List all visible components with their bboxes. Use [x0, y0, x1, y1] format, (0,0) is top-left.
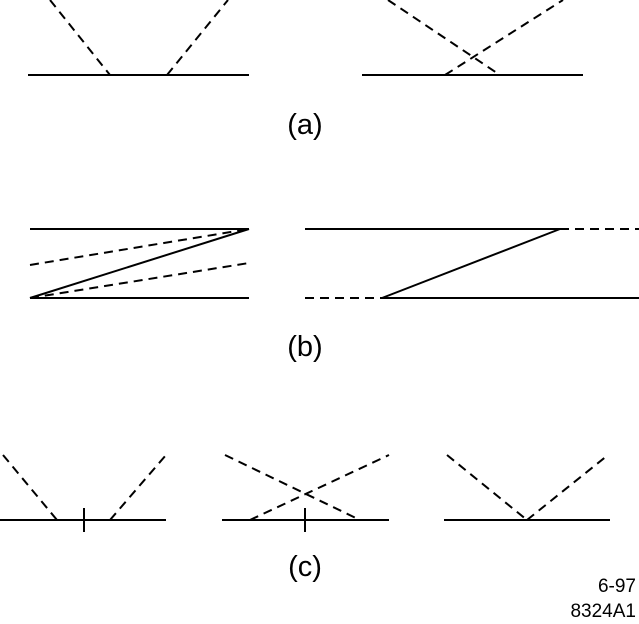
figure-code-line-1: 6-97 [598, 576, 636, 597]
panel-b-right-diagram [305, 228, 639, 299]
panel-c-left-diagram [0, 454, 167, 532]
panel-c-label: (c) [288, 551, 322, 583]
dashed-line [387, 0, 501, 76]
figure-code: 6-97 8324A1 [570, 576, 636, 622]
dashed-line [526, 454, 609, 521]
panel-c: (c) [0, 454, 610, 583]
dashed-line [444, 0, 564, 76]
solid-diagonal-line [29, 228, 250, 299]
panel-a: (a) [28, 0, 583, 141]
dashed-line [2, 454, 58, 521]
dashed-line [446, 454, 528, 521]
panel-b-left-diagram [29, 228, 250, 299]
panel-b-label: (b) [287, 331, 322, 363]
panel-a-right-diagram [362, 0, 583, 76]
dashed-line [109, 454, 167, 521]
figure-code-line-2: 8324A1 [570, 601, 636, 622]
dashed-line [224, 454, 361, 521]
panel-c-middle-diagram [222, 454, 390, 532]
dashed-line [29, 228, 250, 266]
panel-b: (b) [29, 228, 639, 363]
panel-a-left-diagram [28, 0, 249, 76]
panel-a-label: (a) [287, 109, 322, 141]
dashed-line [166, 0, 229, 76]
solid-diagonal-line [381, 228, 561, 299]
dashed-line [49, 0, 111, 76]
dashed-line [29, 262, 250, 299]
panel-c-right-diagram [444, 454, 610, 521]
dashed-line [249, 454, 390, 521]
